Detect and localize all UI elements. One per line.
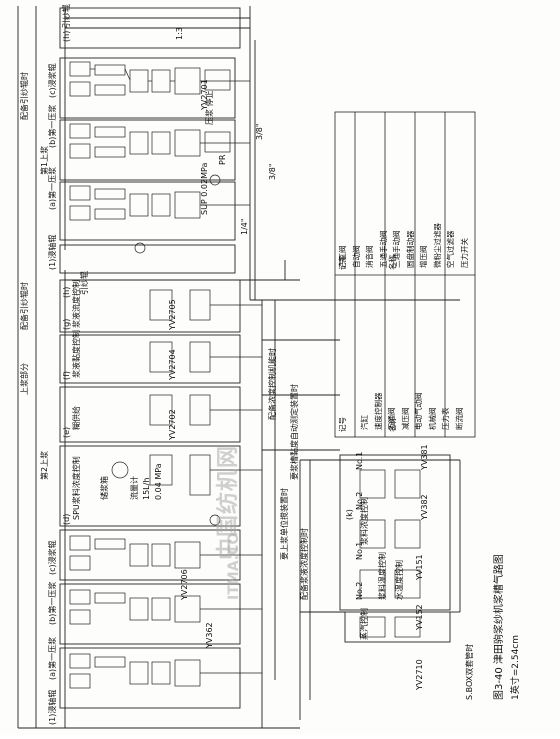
supply-desc: 糊供给 (72, 406, 81, 430)
water-temp-label: 水温度控制 (395, 560, 404, 600)
valve-id-7: YV2710 (415, 659, 424, 690)
left-label-6: (e) (62, 426, 71, 438)
legend-header-mark-2: 记号 (338, 417, 347, 432)
tank-label: 储浆箱 (100, 476, 109, 500)
legend-item-right-9: 压力开关 (459, 238, 469, 268)
ratio-label: 1:3 (175, 27, 184, 40)
size-temp-label: 浆料温度控制 (378, 552, 387, 600)
valve-id-4: YV2706 (180, 569, 189, 600)
legend-item-right-5: 圆盘制动器 (405, 230, 415, 269)
watermark-sub: ITMA.CO (226, 532, 242, 600)
valve-id-11: YV381 (420, 444, 429, 470)
unit-note: 1英寸=2.54cm (511, 634, 521, 700)
upper-label-5: (h) 引纱辊 (62, 4, 71, 42)
legend-item-left-1: 速度控制器 (373, 392, 383, 431)
legend-item-left-7: 断流阀 (454, 407, 464, 431)
note-conc-control: 配备浓度控制机能时 (268, 348, 277, 420)
legend-item-right-0: 汽缸阀 (338, 245, 347, 269)
sup-label: SUP 0.02MPa (200, 162, 209, 215)
pressure-value: 0.04 MPa (154, 463, 163, 500)
legend-item-left-5: 机械阀 (427, 407, 437, 431)
left-label-8: (g) (62, 318, 71, 330)
legend-item-left-2: 五通阀 (387, 407, 396, 431)
legend-item-left-3: 减压阀 (400, 407, 410, 431)
flowmeter-label: 流量计 (130, 476, 139, 500)
legend-table-frame (334, 111, 476, 438)
legend-item-right-1: 自动阀 (351, 245, 361, 269)
upper-label-2: (a)第一压浆 (48, 166, 57, 210)
legend-item-left-6: 压力表 (441, 407, 450, 431)
legend-item-left-4: 电动气动阀 (414, 392, 423, 431)
figure-caption: 图3-40 津田驹浆纱机浆槽气路图 (494, 554, 505, 700)
left-label-1: (1)浸轴辊 (48, 689, 57, 725)
left-label-9: (h) (62, 286, 71, 298)
label-second-size: 第2上浆 (40, 450, 49, 480)
valve-id-5: YV362 (205, 622, 214, 648)
legend-item-left-0: 汽缸 (360, 415, 369, 430)
upper-label-1: (1)浸轴辊 (48, 234, 57, 270)
legend-item-right-6: 增压阀 (419, 245, 428, 269)
upper-label-3: (b)第一压浆 (48, 104, 57, 148)
left-label-2: (a)第一压浆 (48, 636, 57, 680)
no2-a: No.2 (355, 491, 364, 510)
note-conc-add: 配备浆液浓度控制时 (300, 528, 309, 600)
legend-item-right-3: 五通手动阀 (378, 230, 388, 269)
valve-id-8: YV152 (415, 604, 424, 630)
haul-off-desc: 引纱辊 (80, 271, 89, 295)
no1-b: No.1 (355, 541, 364, 560)
valve-id-9: YV151 (415, 554, 424, 580)
legend-item-right-2: 消音阀 (365, 245, 374, 269)
legend-item-right-8: 空气过滤器 (446, 230, 455, 269)
note-level: 要上浆单位搅装置时 (280, 488, 289, 560)
flow-value: 15L/h (142, 477, 151, 500)
note-viscosity: 要浆槽黏度自动测定装置时 (290, 384, 299, 480)
upper-label-4: (c)浸浆辊 (48, 63, 57, 98)
label-pipe-note-top: 配备引纱辊时 (20, 72, 29, 120)
viscosity-desc: 浆液黏度控制 (72, 330, 81, 378)
valve-id-10: YV382 (420, 494, 429, 520)
note-sbox: S.BOX双套管时 (465, 643, 474, 700)
label-upper-part: 上浆部分 (20, 363, 29, 395)
spu-desc: SPU浆料浓度控制 (72, 456, 81, 520)
legend-item-right-4: 三通手动阀 (392, 230, 401, 269)
no2-b: No.2 (355, 581, 364, 600)
pr-label: PR (218, 154, 227, 165)
valve-id-1: YV2705 (168, 299, 177, 330)
valve-id-3: YV2702 (168, 409, 177, 440)
left-label-3: (b)第一压浆 (48, 581, 57, 625)
left-label-10: (k) (345, 509, 354, 520)
legend-item-right-7: 微粉尘过滤器 (432, 223, 442, 268)
valve-id-2: YV2704 (168, 349, 177, 380)
label-pipe-note-mid: 配备引纱辊时 (20, 282, 29, 330)
no1-a: No.1 (355, 451, 364, 470)
pipe-size-1: 1/4" (240, 218, 249, 235)
left-label-4: (c)浸浆辊 (48, 540, 57, 575)
left-label-5: (d) (62, 513, 71, 525)
valve-id-6: YV2701 (200, 79, 209, 110)
steam-label: 蒸汽控制 (360, 608, 369, 640)
pipe-size-3: 3/8" (268, 163, 277, 180)
left-label-7: (f) (62, 370, 71, 380)
pipe-size-2: 3/8" (255, 123, 264, 140)
